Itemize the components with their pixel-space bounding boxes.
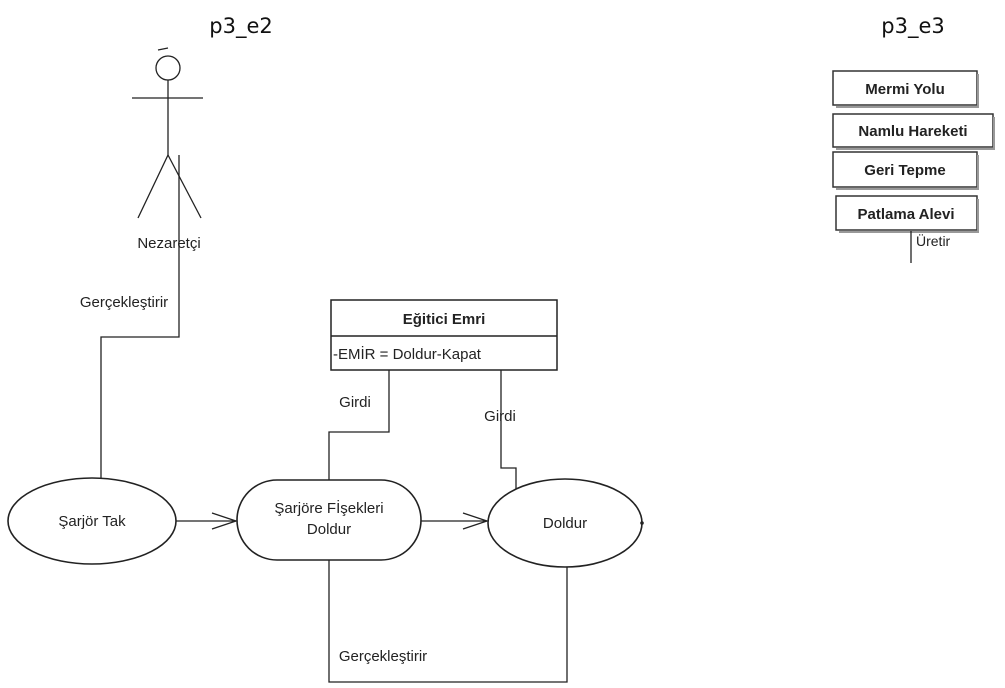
stack-box-3	[832, 151, 979, 190]
realizes-label-bottom: Gerçekleştirir	[339, 648, 427, 665]
actor-figure	[132, 47, 203, 219]
header-left: p3_e2	[209, 14, 272, 39]
stack-item-4: Patlama Alevi	[858, 206, 955, 223]
input-label-left: Girdi	[339, 394, 371, 411]
produces-label: Üretir	[916, 232, 951, 249]
stack-box-2	[832, 113, 995, 150]
arrow-fill-to-load	[421, 512, 490, 530]
class-box-title: Eğitici Emri	[403, 311, 486, 328]
stack-box-1	[832, 70, 979, 108]
realizes-label-top: Gerçekleştirir	[80, 294, 168, 311]
class-box-attribute: -EMİR = Doldur-Kapat	[333, 345, 482, 363]
node-fill-cartridges[interactable]	[236, 479, 422, 561]
input-label-right: Girdi	[484, 408, 516, 425]
header-right: p3_e3	[881, 14, 944, 39]
stack-box-4	[835, 195, 979, 233]
node-load-port	[640, 521, 644, 525]
node-fill-label-line1: Şarjöre Fİşekleri	[274, 499, 383, 517]
node-load-label: Doldur	[543, 515, 587, 532]
input-connector-right	[500, 370, 517, 490]
realizes-connector-bottom	[328, 560, 568, 683]
stack-item-2: Namlu Hareketi	[858, 123, 967, 140]
stack-item-1: Mermi Yolu	[865, 81, 944, 98]
node-fill-label-line2: Doldur	[307, 521, 351, 538]
class-box	[330, 299, 558, 371]
arrow-magazine-to-fill	[176, 512, 239, 530]
stack-item-3: Geri Tepme	[864, 162, 945, 179]
actor-label: Nezaretçi	[137, 235, 200, 252]
node-magazine-label: Şarjör Tak	[58, 513, 126, 530]
input-connector-left	[328, 370, 390, 480]
realizes-connector-top	[100, 155, 180, 490]
